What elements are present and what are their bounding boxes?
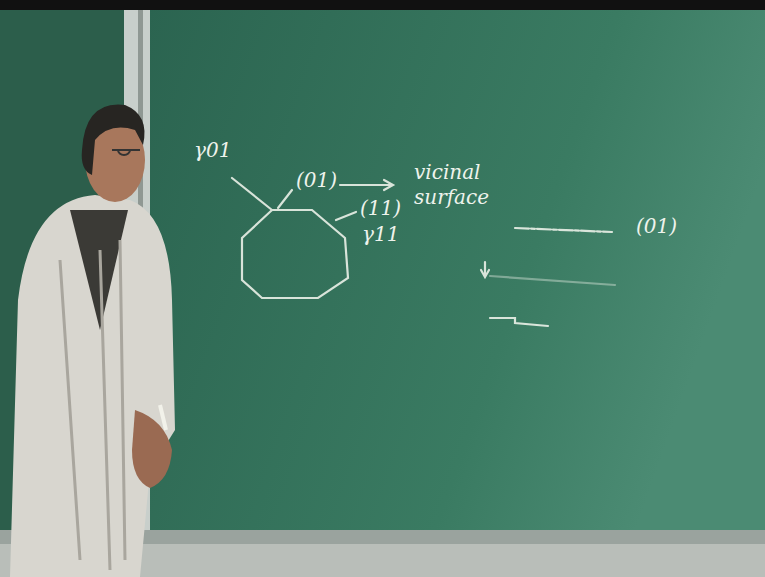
flat-surface (515, 228, 612, 232)
chalk-label: (01) (296, 168, 346, 193)
chalk-label: γ01 (194, 138, 254, 163)
octagon (242, 210, 348, 298)
faint-surface (490, 276, 615, 285)
normal-line (278, 190, 292, 208)
chalk-label: (01) (636, 214, 696, 239)
arrow-head (384, 180, 393, 190)
label-holder: (11) (360, 196, 410, 221)
board-surface (148, 10, 765, 532)
top-edge (0, 0, 765, 10)
label-holder: vicinal surface (414, 160, 514, 210)
label-holder: (01) (296, 168, 346, 193)
leader-line (336, 212, 356, 220)
normal-line (232, 178, 272, 210)
arrow-head (481, 270, 489, 277)
hair (82, 105, 145, 175)
sweater-pattern (60, 240, 125, 570)
sweater (10, 195, 175, 577)
stepped-surface (490, 318, 548, 326)
arrow-line (340, 184, 392, 186)
chalk-label: γ11 (362, 222, 412, 247)
chalk (160, 405, 166, 430)
label-holder: γ01 (194, 138, 254, 163)
label-holder: γ11 (362, 222, 412, 247)
lecturer (10, 105, 175, 577)
chalk-label: vicinal surface (414, 160, 514, 210)
chalk-label: (11) (360, 196, 410, 221)
glasses (112, 150, 140, 155)
label-holder: (01) (636, 214, 696, 239)
